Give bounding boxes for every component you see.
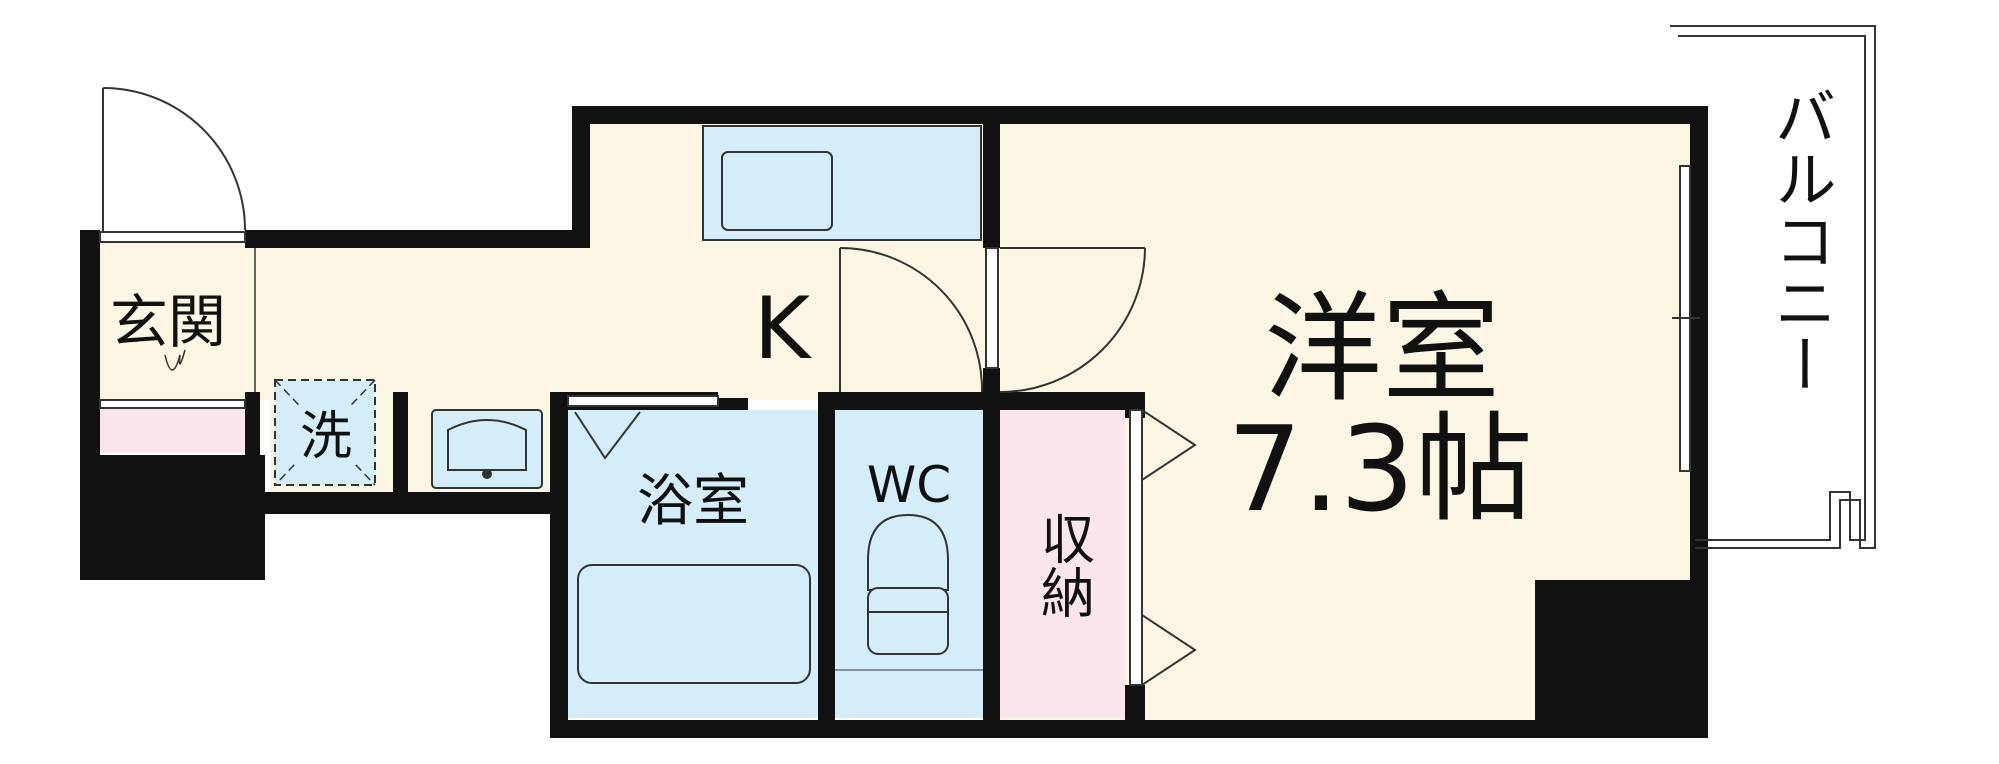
shoe-box bbox=[100, 408, 245, 453]
storage-door-fold-bottom bbox=[1141, 614, 1197, 686]
entrance-label: 玄関 bbox=[110, 288, 226, 356]
balcony bbox=[1670, 25, 1876, 549]
entrance-door-swing bbox=[102, 87, 246, 231]
storage-door-rail bbox=[1129, 409, 1143, 686]
wall-entrance-top bbox=[245, 230, 590, 248]
wall-toilet-storage-divider bbox=[983, 392, 1000, 738]
entrance-floor bbox=[100, 242, 245, 402]
wash-basin-bowl bbox=[447, 419, 527, 471]
toilet-bowl bbox=[867, 513, 949, 591]
kitchen-sink bbox=[721, 151, 833, 231]
wall-washroom-bottom bbox=[265, 492, 565, 514]
wall-right-top-stub bbox=[1690, 106, 1708, 166]
balcony-inner bbox=[1678, 35, 1866, 541]
western-room-size: 7.3帖 bbox=[1227, 400, 1533, 538]
kitchen-label: K bbox=[754, 279, 813, 379]
western-room-label: 洋室 bbox=[1264, 280, 1500, 418]
shoe-box-frame bbox=[99, 399, 246, 409]
wall-bath-left bbox=[550, 392, 568, 737]
wash-basin-drain bbox=[482, 469, 492, 479]
doors bbox=[99, 87, 1197, 686]
toilet-label: WC bbox=[867, 456, 951, 514]
wall-toilet-top bbox=[835, 392, 1125, 410]
wall-bath-top-right bbox=[718, 398, 748, 410]
storage-floor bbox=[1000, 410, 1125, 718]
entrance-curtain bbox=[164, 349, 186, 371]
bath-door-fold bbox=[574, 411, 641, 460]
bath-top-frame bbox=[567, 395, 719, 407]
balcony-label: バルコニー bbox=[1764, 85, 1837, 395]
room-door-swing bbox=[999, 247, 1146, 393]
wall-bath-toilet-divider bbox=[818, 392, 835, 738]
labels: 玄関 洗 K 浴室 WC 収納 洋室 7.3帖 バルコニー bbox=[110, 85, 1837, 619]
wall-storage-right-bottom bbox=[1125, 685, 1145, 738]
washer-label-bg bbox=[296, 405, 356, 465]
wall-left-bottom-block bbox=[80, 455, 265, 580]
wall-outer-top-kitchen bbox=[572, 106, 1695, 124]
storage-door-fold-top bbox=[1141, 409, 1197, 481]
washer-label: 洗 bbox=[300, 407, 352, 467]
walls bbox=[80, 106, 1708, 738]
balcony-outer bbox=[1670, 25, 1876, 549]
wall-outer-left bbox=[80, 230, 100, 460]
wall-washroom-divider-b bbox=[393, 392, 408, 512]
wall-kitchen-room-divider-mid bbox=[983, 368, 1000, 410]
wall-corner-block bbox=[1535, 580, 1708, 738]
entrance-door-frame bbox=[99, 231, 246, 243]
wall-kitchen-step-vertical bbox=[572, 106, 590, 248]
toilet-tank bbox=[867, 587, 949, 655]
storage-label: 収納 bbox=[1032, 511, 1095, 619]
room-door-frame bbox=[985, 247, 999, 369]
wall-kitchen-room-divider-top bbox=[983, 106, 1000, 248]
wall-bottom bbox=[550, 720, 1695, 738]
wc-door-swing bbox=[839, 247, 984, 393]
wall-washroom-divider-a bbox=[245, 392, 260, 457]
bathroom-label: 浴室 bbox=[637, 469, 749, 534]
bathtub bbox=[577, 564, 811, 684]
